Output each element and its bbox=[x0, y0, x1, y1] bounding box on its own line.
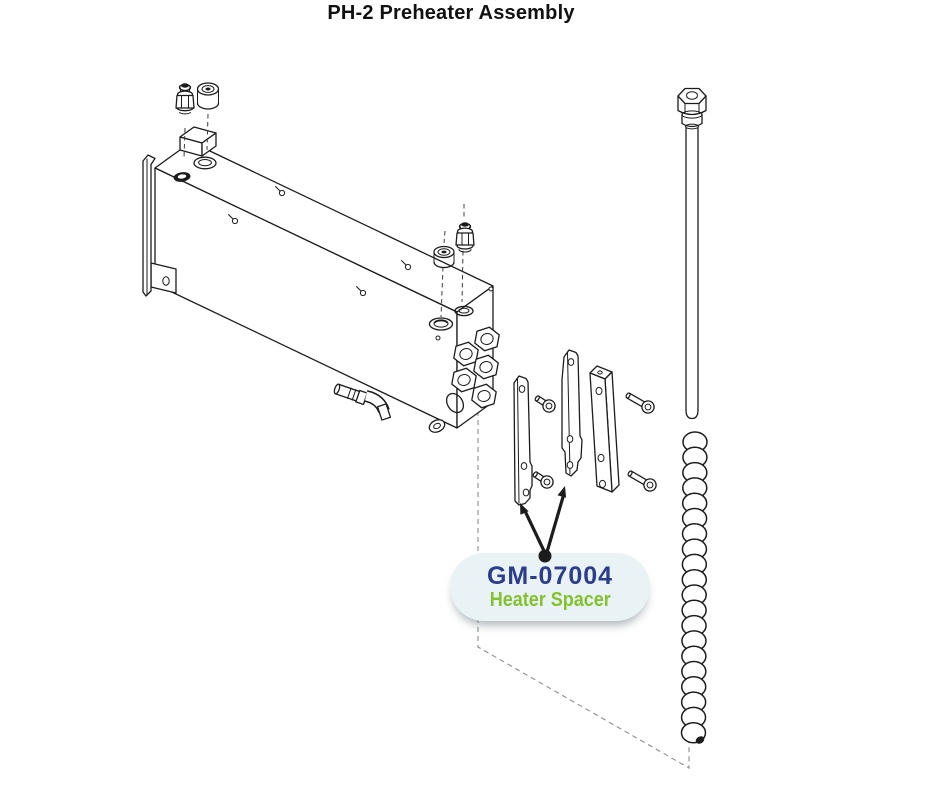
corner-ring-fitting bbox=[428, 419, 446, 433]
hex-fitting-mid bbox=[455, 222, 475, 253]
top-hole-counterbore bbox=[193, 156, 217, 170]
end-corner-screw-front bbox=[435, 335, 441, 341]
heater-spacer-middle bbox=[561, 349, 583, 477]
heater-coil-loops bbox=[680, 431, 708, 744]
end-corner-screw-top bbox=[488, 286, 494, 292]
end-face-oval-port bbox=[445, 392, 465, 414]
push-connect-fitting-mid bbox=[433, 245, 455, 269]
short-screws bbox=[529, 391, 559, 492]
preheater-block bbox=[154, 141, 500, 429]
part-name-text: Heater Spacer bbox=[489, 589, 611, 612]
top-hole-dark bbox=[173, 172, 191, 182]
mounting-bracket bbox=[142, 154, 177, 297]
screw-long-top bbox=[622, 388, 657, 416]
spacer-block-right bbox=[589, 365, 620, 493]
screw-long-bottom bbox=[624, 466, 659, 494]
cartridge-heater-rod bbox=[677, 87, 707, 420]
projection-dashed-line bbox=[477, 411, 690, 769]
fitting-leader-lines bbox=[183, 113, 465, 318]
heater-spacer-left bbox=[513, 375, 533, 506]
part-number-text: GM-07004 bbox=[486, 561, 614, 590]
callout-badge: GM-07004 Heater Spacer bbox=[450, 553, 650, 621]
screw-short-bottom bbox=[529, 467, 557, 492]
screw-short-top bbox=[531, 391, 559, 416]
barbed-elbow-fitting bbox=[333, 383, 392, 421]
top-hole-right-small bbox=[454, 305, 474, 317]
page-title: PH-2 Preheater Assembly bbox=[327, 2, 575, 24]
push-connect-fitting-left bbox=[196, 82, 220, 110]
top-boss bbox=[179, 126, 217, 157]
hex-nipple-fitting-left bbox=[175, 83, 195, 115]
heater-coil-spring bbox=[680, 431, 708, 744]
top-hole-right-large bbox=[428, 317, 454, 331]
long-screws bbox=[622, 388, 659, 494]
coil-end-stub bbox=[695, 736, 705, 744]
